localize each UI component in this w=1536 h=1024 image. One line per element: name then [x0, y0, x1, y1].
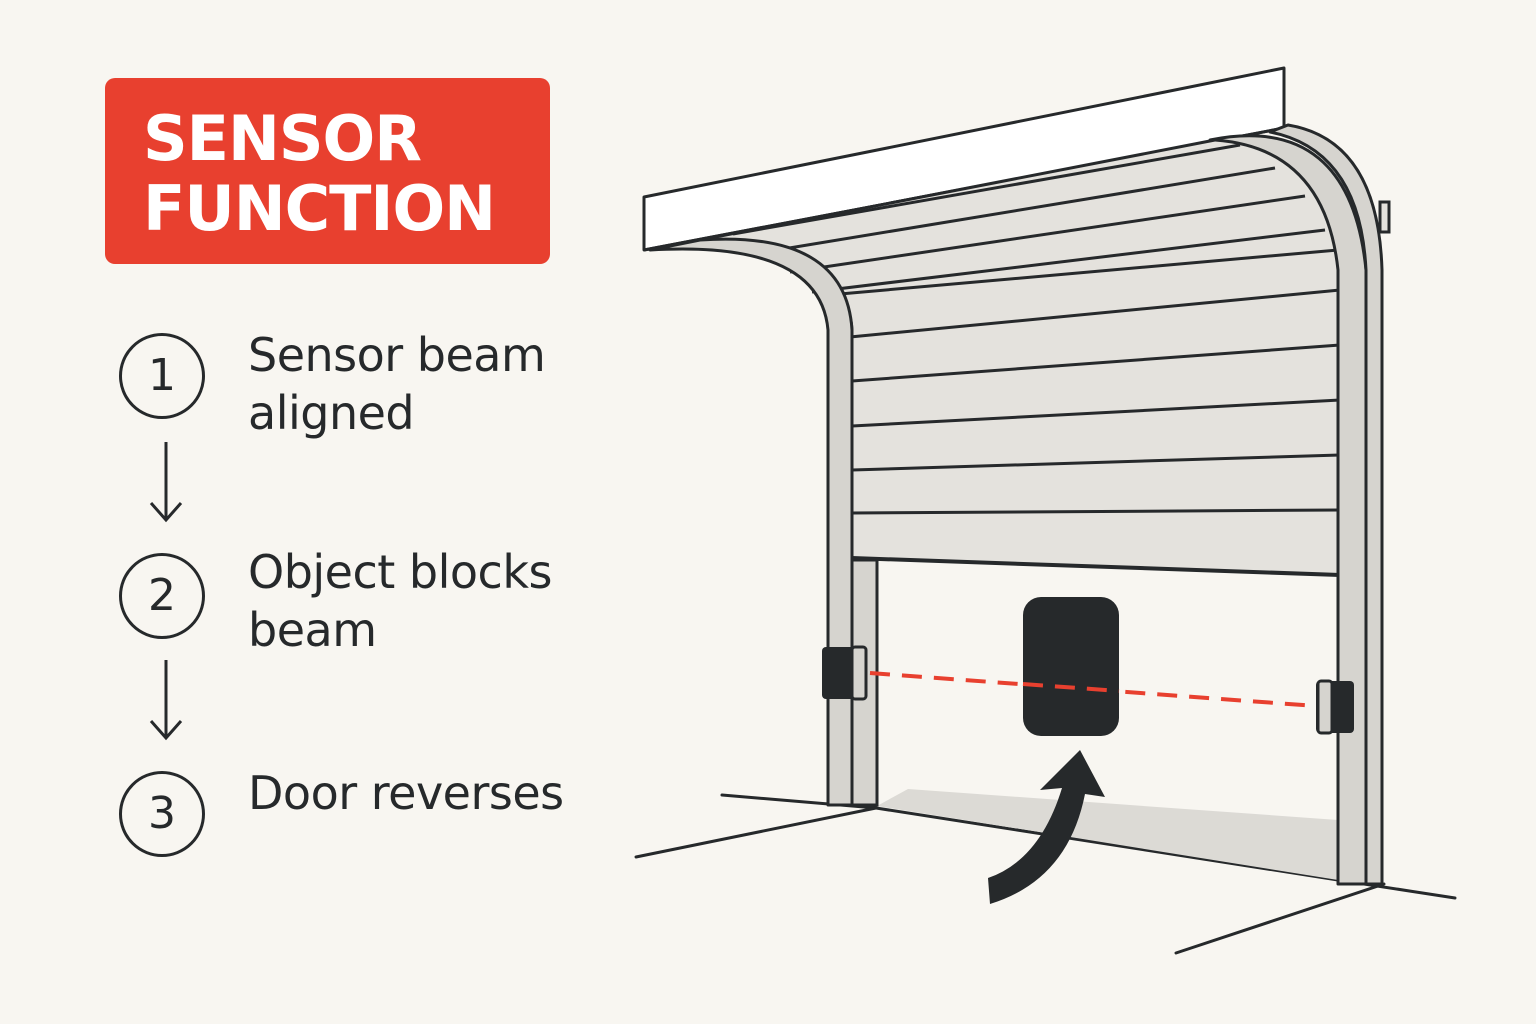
door-panels [698, 137, 1342, 577]
step-2-number-circle: 2 [119, 553, 205, 639]
step-3-number: 3 [148, 788, 176, 839]
floor-shadow [877, 789, 1338, 880]
track-bracket [1378, 200, 1391, 234]
down-arrow-icon [149, 442, 183, 523]
step-1-label-line-2: aligned [248, 386, 415, 440]
step-1-number-circle: 1 [119, 333, 205, 419]
blocking-object [1023, 597, 1119, 736]
step-1-number: 1 [148, 350, 176, 401]
step-3-number-circle: 3 [119, 771, 205, 857]
step-2-label: Object blocks beam [248, 543, 552, 659]
title-badge: SENSOR FUNCTION [105, 78, 550, 264]
curved-up-arrow-icon [988, 750, 1105, 904]
right-sensor [1316, 679, 1354, 735]
left-track [648, 237, 879, 807]
sensor-beam [869, 671, 1317, 708]
sensor-beam-over-object [1022, 682, 1120, 693]
step-3-label: Door reverses [248, 764, 564, 822]
step-1-label: Sensor beam aligned [248, 326, 546, 442]
right-track [1208, 123, 1384, 886]
step-2-label-line-1: Object blocks [248, 545, 552, 599]
title-line-2: FUNCTION [143, 172, 496, 245]
step-1-label-line-1: Sensor beam [248, 328, 546, 382]
title-line-1: SENSOR [143, 102, 422, 175]
step-2-number: 2 [148, 570, 176, 621]
left-sensor [822, 645, 868, 701]
down-arrow-icon [149, 660, 183, 741]
step-3-label-line-1: Door reverses [248, 766, 564, 820]
step-2-label-line-2: beam [248, 603, 377, 657]
floor-lines [634, 793, 1457, 955]
